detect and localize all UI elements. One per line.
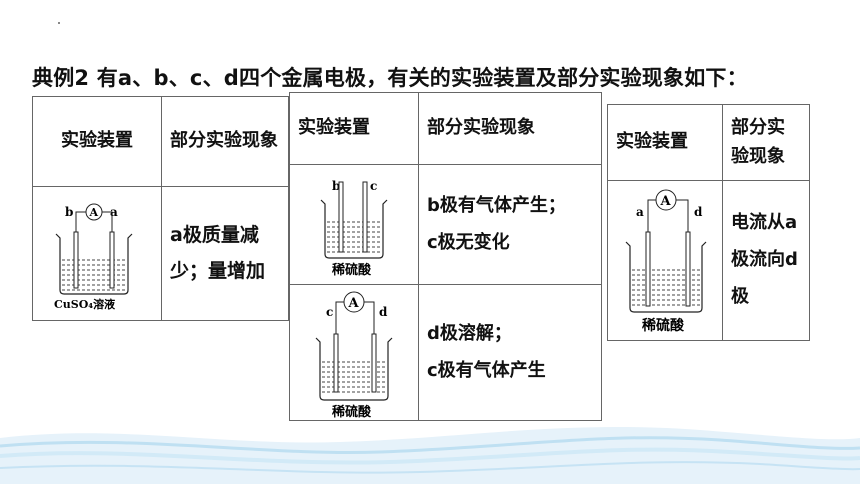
beaker-a-d-figure: a d A 稀硫酸 [625, 189, 707, 334]
electrode-a [109, 231, 115, 288]
experiment-table-2: 实验装置 部分实验现象 b c 稀硫酸 b极有气体产生； c极无变化 [289, 92, 602, 421]
decorative-dot [58, 22, 60, 24]
phenomenon-cell: a极质量减少；量增加 [161, 186, 289, 321]
electrode-d [371, 333, 377, 392]
phenomenon-line-2: c极无变化 [427, 231, 510, 253]
solution-label: 稀硫酸 [642, 317, 685, 334]
problem-title: 典例2 有a、b、c、d四个金属电极，有关的实验装置及部分实验现象如下： [32, 66, 748, 90]
phenomenon-text: a极质量减少；量增加 [170, 224, 266, 282]
electrode-b [73, 231, 79, 288]
electrode-d [685, 231, 691, 306]
phenomenon-cell: d极溶解； c极有气体产生 [418, 284, 602, 421]
beaker-b-c-figure: b c 稀硫酸 [320, 179, 388, 278]
beaker-c-d-figure: c d A 稀硫酸 [315, 291, 393, 420]
electrode-label-left: c [326, 305, 333, 319]
header-phenomenon: 部分实验现象 [418, 92, 602, 165]
header-phenomenon: 部分实验现象 [161, 96, 289, 187]
beaker-cuso4-figure: b a A CuSO₄溶液 [54, 203, 133, 311]
experiment-table-3: 实验装置 部分实验现象 a d A [607, 104, 810, 341]
electrode-c [362, 181, 368, 252]
electrode-label-right: d [694, 205, 703, 219]
electrode-label-left: b [65, 205, 73, 219]
solution-label: CuSO₄溶液 [54, 297, 116, 311]
header-apparatus: 实验装置 [607, 104, 723, 181]
phenomenon-line-1: d极溶解； [427, 322, 512, 344]
phenomenon-line-1: b极有气体产生； [427, 194, 566, 216]
electrode-label-right: a [110, 205, 118, 219]
electrode-label-left: b [332, 179, 340, 193]
header-phenomenon: 部分实验现象 [722, 104, 810, 181]
electrode-c [333, 333, 339, 392]
phenomenon-cell: 电流从a极流向d极 [722, 180, 810, 341]
decorative-wave-footer [0, 427, 860, 484]
electrode-label-right: c [370, 179, 377, 193]
phenomenon-line-2: c极有气体产生 [427, 359, 546, 381]
ammeter-label: A [348, 296, 360, 311]
electrode-label-right: d [379, 305, 388, 319]
solution-label: 稀硫酸 [332, 404, 372, 420]
phenomenon-text: 电流从a极流向d极 [731, 212, 798, 307]
solution-label: 稀硫酸 [332, 262, 372, 278]
ammeter-label: A [660, 194, 672, 209]
header-apparatus: 实验装置 [32, 96, 162, 187]
header-apparatus: 实验装置 [289, 92, 419, 165]
phenomenon-cell: b极有气体产生； c极无变化 [418, 164, 602, 285]
electrode-label-left: a [636, 205, 644, 219]
ammeter-label: A [89, 206, 99, 219]
electrode-a [645, 231, 651, 306]
experiment-table-1: 实验装置 部分实验现象 b a A CuSO₄溶液 [32, 96, 289, 321]
electrode-b [338, 181, 344, 252]
